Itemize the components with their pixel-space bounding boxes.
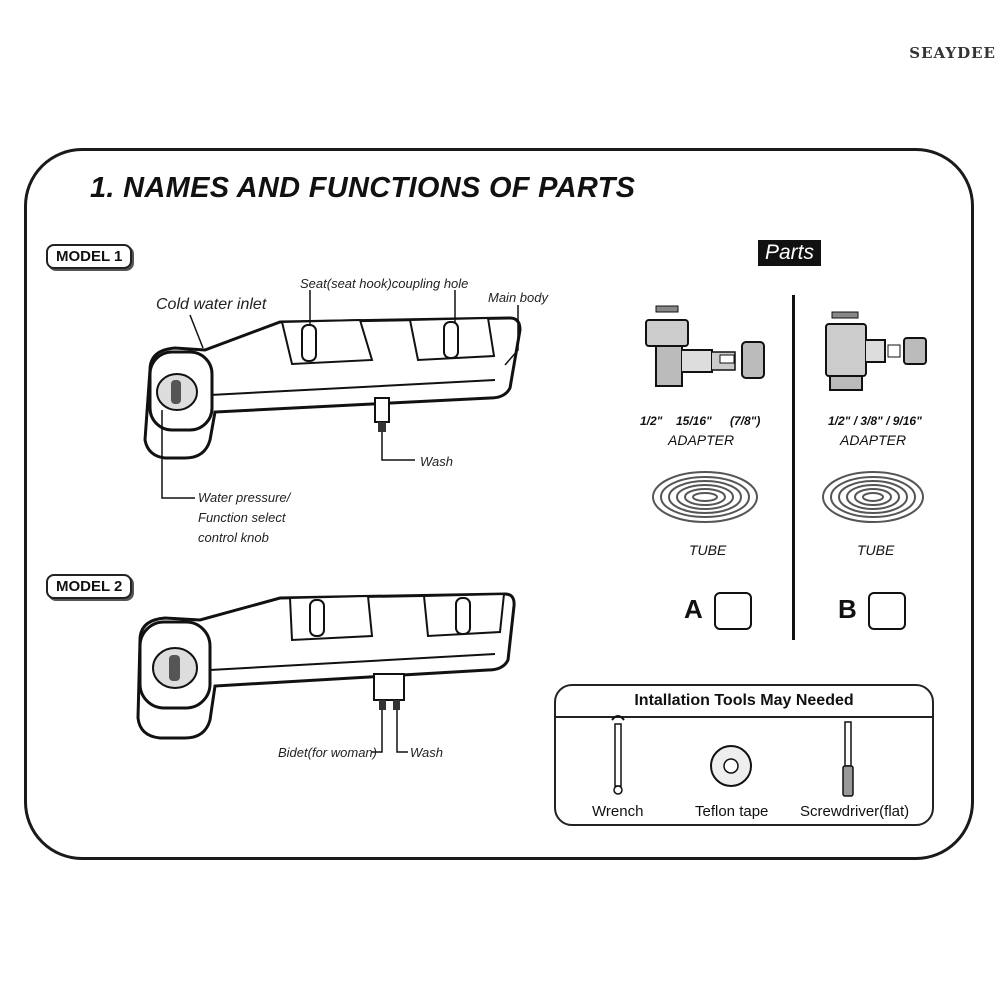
spec-a-2: 15/16" xyxy=(676,414,712,428)
label-main-body: Main body xyxy=(488,290,548,305)
tube-b-label: TUBE xyxy=(857,542,895,558)
spec-a-3: (7/8") xyxy=(730,414,761,428)
label-knob-line3: control knob xyxy=(198,530,269,545)
spec-a-1: 1/2" xyxy=(640,414,663,428)
tube-a-label: TUBE xyxy=(689,542,727,558)
adapter-b-label: ADAPTER xyxy=(840,432,907,448)
label-knob-line1: Water pressure/ xyxy=(198,490,291,505)
tool-label-teflon-tape: Teflon tape xyxy=(695,803,769,820)
tools-header: Intallation Tools May Needed xyxy=(556,686,932,718)
brand-logo: SEAYDEE xyxy=(909,44,996,62)
label-wash-model-2: Wash xyxy=(410,745,443,760)
parts-tag: Parts xyxy=(758,240,822,266)
content-frame xyxy=(24,148,974,860)
label-seat-coupling-hole: Seat(seat hook)coupling hole xyxy=(300,276,469,291)
option-b-checkbox[interactable] xyxy=(868,592,906,630)
model-2-tag: MODEL 2 xyxy=(46,574,133,599)
option-b-letter: B xyxy=(838,594,857,624)
parts-divider xyxy=(792,295,795,640)
model-1-tag: MODEL 1 xyxy=(46,244,133,269)
tool-label-wrench: Wrench xyxy=(592,803,644,820)
label-knob-line2: Function select xyxy=(198,510,286,525)
tools-box: Intallation Tools May Needed xyxy=(554,684,934,826)
spec-b: 1/2" / 3/8" / 9/16" xyxy=(828,414,922,428)
adapter-a-label: ADAPTER xyxy=(668,432,735,448)
tool-label-screwdriver: Screwdriver(flat) xyxy=(800,803,910,820)
label-bidet-for-woman: Bidet(for woman) xyxy=(278,745,377,760)
label-wash: Wash xyxy=(420,454,453,469)
option-a-checkbox[interactable] xyxy=(714,592,752,630)
option-a-letter: A xyxy=(684,594,703,624)
label-cold-water-inlet: Cold water inlet xyxy=(156,296,267,313)
page-title: 1. NAMES AND FUNCTIONS OF PARTS xyxy=(90,172,636,204)
